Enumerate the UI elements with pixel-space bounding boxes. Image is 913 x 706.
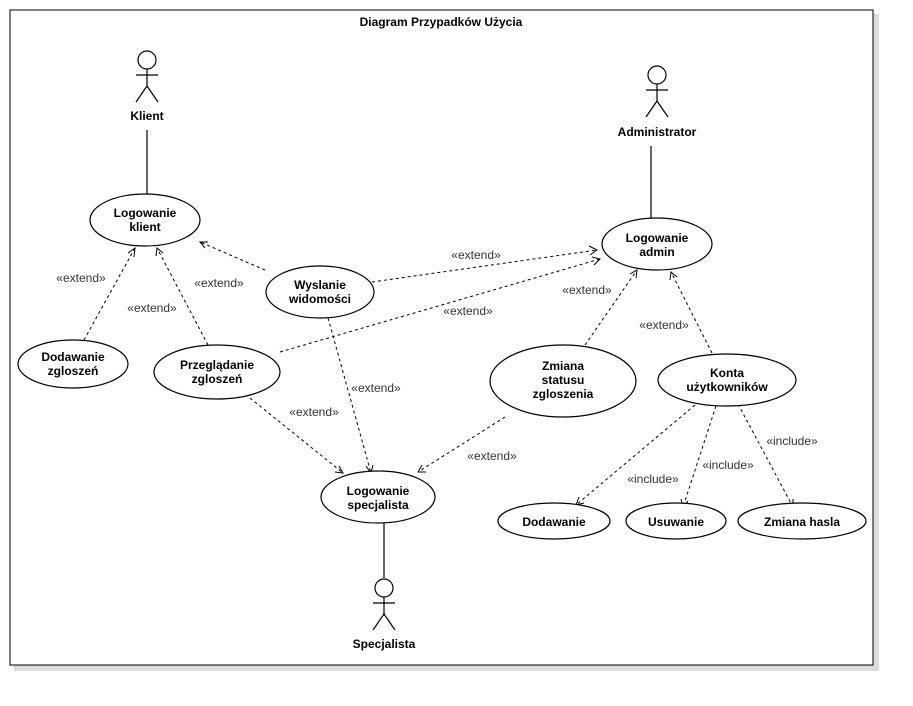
relation-label: «include»	[766, 434, 818, 448]
use-case-logowanie-specjalista[interactable]: Logowanie specjalista	[320, 470, 436, 524]
dependency-wyslanie-logowanie-specjalista: «extend»	[327, 317, 401, 475]
actor-label-specjalista: Specjalista	[353, 637, 416, 651]
use-case-zmiana-hasla[interactable]: Zmiana hasla	[737, 502, 867, 540]
use-case-dodawanie[interactable]: Dodawanie	[497, 502, 611, 540]
use-case-label: widomości	[288, 292, 351, 306]
use-case-konta-uzytkownikow[interactable]: Konta użytkowników	[657, 353, 797, 407]
use-case-label: Logowanie	[114, 206, 177, 220]
stick-figure-icon	[135, 50, 159, 103]
use-case-label: Zmiana hasla	[764, 515, 840, 529]
relation-label: «extend»	[56, 271, 106, 285]
use-case-label: Dodawanie	[522, 515, 586, 529]
actor-klient[interactable]: Klient	[130, 50, 164, 123]
relation-label: «extend»	[443, 304, 493, 318]
use-case-usuwanie[interactable]: Usuwanie	[625, 502, 727, 540]
use-case-zmiana-statusu[interactable]: Zmiana statusu zgloszenia	[489, 344, 637, 418]
use-case-dodawanie-zgloszen[interactable]: Dodawanie zgloszeń	[17, 339, 129, 389]
use-case-label: Konta	[710, 366, 744, 380]
use-case-label: Wyslanie	[294, 278, 346, 292]
dependency-konta-logowanie-admin: «extend»	[639, 271, 713, 354]
relation-label: «extend»	[639, 318, 689, 332]
use-case-label: klient	[129, 220, 160, 234]
use-case-label: zgloszenia	[533, 387, 594, 401]
use-case-przegladanie-zgloszen[interactable]: Przeglądanie zgloszeń	[153, 344, 281, 400]
use-case-label: Logowanie	[626, 231, 689, 245]
dependency-zmiana-statusu-logowanie-admin: «extend»	[562, 269, 638, 346]
dependency-dodawanie-zgloszen-logowanie-klient: «extend»	[56, 246, 136, 341]
use-case-label: Usuwanie	[648, 515, 704, 529]
use-case-label: Zmiana	[542, 359, 584, 373]
relation-label: «extend»	[467, 449, 517, 463]
relation-label: «extend»	[562, 283, 612, 297]
dependency-przegladanie-logowanie-specjalista: «extend»	[249, 397, 344, 474]
relation-label: «extend»	[451, 248, 501, 262]
dependency-wyslanie-logowanie-admin: «extend»	[371, 245, 598, 283]
relation-label: «include»	[702, 458, 754, 472]
use-case-label: zgloszeń	[48, 364, 99, 378]
diagram-frame	[9, 9, 874, 666]
actor-specjalista[interactable]: Specjalista	[353, 578, 416, 651]
use-case-logowanie-klient[interactable]: Logowanie klient	[89, 193, 201, 247]
actor-administrator[interactable]: Administrator	[618, 65, 697, 139]
actor-label-administrator: Administrator	[618, 125, 697, 139]
relation-label: «extend»	[194, 276, 244, 290]
dependency-zmiana-statusu-logowanie-specjalista: «extend»	[417, 416, 517, 473]
relation-label: «include»	[627, 472, 679, 486]
use-case-label: Dodawanie	[41, 350, 105, 364]
stick-figure-icon	[645, 65, 669, 118]
relation-label: «extend»	[127, 301, 177, 315]
diagram-title: Diagram Przypadków Użycia	[360, 15, 523, 29]
use-case-label: Logowanie	[347, 484, 410, 498]
relation-label: «extend»	[289, 405, 339, 419]
use-case-wyslanie-wiadomosci[interactable]: Wyslanie widomości	[265, 265, 375, 319]
dependency-przegladanie-logowanie-klient: «extend»	[127, 247, 209, 346]
use-case-label: użytkowników	[686, 380, 768, 394]
actor-label-klient: Klient	[130, 109, 163, 123]
use-case-label: zgloszeń	[192, 372, 243, 386]
relation-label: «extend»	[351, 381, 401, 395]
use-case-label: Przeglądanie	[180, 358, 254, 372]
use-case-label: statusu	[542, 373, 585, 387]
use-case-logowanie-admin[interactable]: Logowanie admin	[601, 217, 713, 271]
use-case-label: admin	[639, 245, 674, 259]
dependency-wyslanie-logowanie-klient: «extend»	[194, 241, 266, 290]
stick-figure-icon	[372, 578, 396, 631]
use-case-label: specjalista	[347, 498, 409, 512]
